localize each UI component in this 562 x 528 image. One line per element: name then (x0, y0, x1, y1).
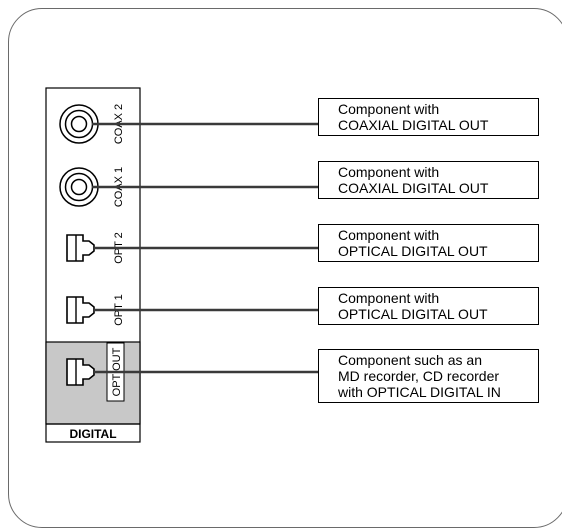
component-line: Component with (338, 227, 440, 243)
component-box-coax-1: Component with COAXIAL DIGITAL OUT (318, 161, 539, 199)
optical-jack-icon (66, 358, 95, 386)
component-box-opt-2: Component with OPTICAL DIGITAL OUT (318, 224, 539, 262)
component-box-coax-2: Component with COAXIAL DIGITAL OUT (318, 98, 539, 136)
component-line: COAXIAL DIGITAL OUT (338, 117, 489, 133)
component-line: Component with (338, 164, 440, 180)
jack-coax-1: COAX 1 (59, 167, 125, 207)
component-box-opt-out: Component such as an MD recorder, CD rec… (318, 349, 539, 403)
connection-diagram: DIGITAL COAX 2 COAX 1 OPT 2 OPT 1 (45, 87, 318, 443)
component-line: Component with (338, 101, 440, 117)
panel-title: DIGITAL (69, 427, 116, 441)
optical-jack-icon (66, 234, 95, 262)
component-box-opt-1: Component with OPTICAL DIGITAL OUT (318, 287, 539, 325)
optical-jack-icon (66, 296, 95, 324)
component-line: MD recorder, CD recorder (338, 368, 500, 384)
component-line: with OPTICAL DIGITAL IN (338, 384, 501, 400)
cables (92, 122, 318, 374)
component-line: Component with (338, 290, 440, 306)
output-section (45, 341, 141, 425)
component-line: COAXIAL DIGITAL OUT (338, 180, 489, 196)
component-line: OPTICAL DIGITAL OUT (338, 243, 488, 259)
component-line: OPTICAL DIGITAL OUT (338, 306, 488, 322)
coaxial-jack-icon (59, 167, 99, 207)
component-line: Component such as an (338, 352, 482, 368)
